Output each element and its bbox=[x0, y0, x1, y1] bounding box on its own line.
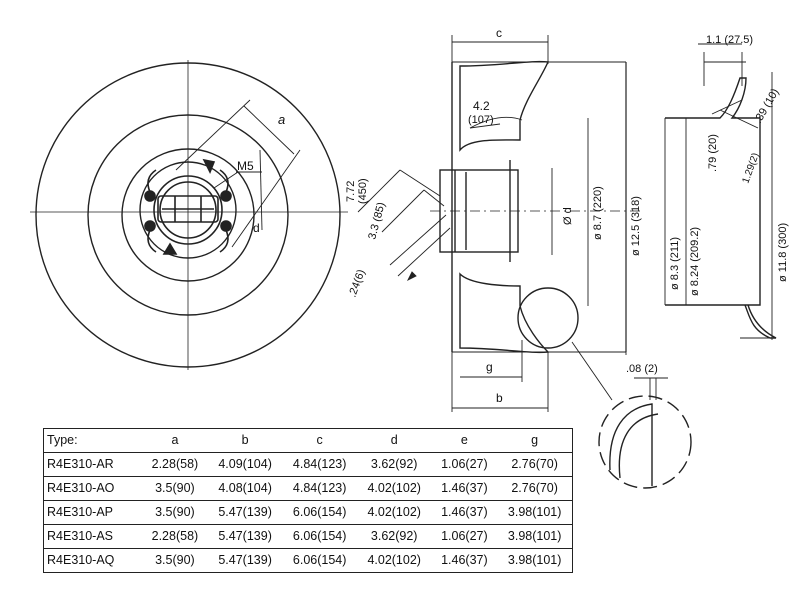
header-b: b bbox=[241, 433, 249, 447]
detail-circle-marker bbox=[517, 287, 579, 349]
table-row: R4E310-AS 2.28(58) 5.47(139) 6.06(154) 3… bbox=[43, 525, 573, 549]
cell-e: 1.06(27) bbox=[441, 529, 488, 543]
header-d: d bbox=[390, 433, 398, 447]
side-dim-12-5: ø 12.5 (318) bbox=[630, 196, 642, 256]
profile-dim-11-8: ø 11.8 (300) bbox=[777, 223, 789, 282]
side-dim-24: .24(6) bbox=[347, 268, 368, 299]
blade-lower bbox=[459, 272, 550, 354]
table-row: R4E310-AQ 3.5(90) 5.47(139) 6.06(154) 4.… bbox=[43, 549, 573, 573]
cell-a: 2.28(58) bbox=[151, 529, 199, 543]
angled-dims bbox=[357, 169, 451, 282]
profile-dim-8-24: ø 8.24 (209.2) bbox=[689, 227, 701, 296]
side-dim-8-7: ø 8.7 (220) bbox=[592, 186, 604, 240]
profile-view bbox=[664, 43, 777, 340]
cell-b: 4.08(104) bbox=[218, 481, 272, 495]
side-angle-mm: (107) bbox=[468, 114, 494, 126]
cell-e: 1.46(37) bbox=[441, 505, 488, 519]
cell-g: 2.76(70) bbox=[511, 481, 558, 495]
side-dim-c: c bbox=[496, 26, 502, 40]
cell-b: 5.47(139) bbox=[218, 553, 272, 567]
header-e: e bbox=[460, 433, 468, 447]
side-dim-450: (450) bbox=[357, 178, 369, 204]
detail-dim-08: .08 (2) bbox=[626, 363, 658, 375]
cell-a: 3.5(90) bbox=[155, 505, 195, 519]
profile-dim-79: .79 (20) bbox=[707, 134, 719, 172]
cell-b: 5.47(139) bbox=[218, 529, 272, 543]
header-c: c bbox=[316, 433, 323, 447]
cell-g: 2.76(70) bbox=[511, 457, 558, 471]
cell-a: 2.28(58) bbox=[151, 457, 199, 471]
dim-a-lines bbox=[175, 99, 301, 248]
header-g: g bbox=[531, 433, 539, 447]
table-row: R4E310-AR 2.28(58) 4.09(104) 4.84(123) 3… bbox=[43, 453, 573, 477]
shroud-profile bbox=[665, 77, 777, 339]
cell-g: 3.98(101) bbox=[507, 529, 562, 543]
cell-e: 1.06(27) bbox=[441, 457, 488, 471]
dimension-table: Type: a b c d e g R4E310-AR 2.28(58) 4.0… bbox=[43, 428, 573, 573]
side-view bbox=[357, 35, 640, 412]
profile-dim-1-29: 1.29(2) bbox=[740, 151, 761, 185]
front-thread-m5: M5 bbox=[237, 159, 254, 173]
cell-type: R4E310-AQ bbox=[47, 553, 115, 567]
cell-g: 3.98(101) bbox=[507, 505, 562, 519]
table-row: R4E310-AP 3.5(90) 5.47(139) 6.06(154) 4.… bbox=[43, 501, 573, 525]
table-row: R4E310-AO 3.5(90) 4.08(104) 4.84(123) 4.… bbox=[43, 477, 573, 501]
blade-upper bbox=[459, 60, 550, 152]
front-dim-a: a bbox=[278, 112, 285, 127]
side-angle: 4.2 bbox=[473, 99, 490, 113]
side-dim-b: b bbox=[496, 391, 503, 405]
profile-top-dim: 1.1 (27.5) bbox=[706, 34, 753, 46]
cell-c: 4.84(123) bbox=[292, 481, 347, 495]
hub-detail bbox=[144, 158, 232, 255]
m5-leader bbox=[213, 171, 239, 189]
cell-a: 3.5(90) bbox=[155, 553, 195, 567]
cell-d: 4.02(102) bbox=[367, 553, 421, 567]
header-type: Type: bbox=[47, 433, 78, 447]
profile-dim-39: .39 (10) bbox=[752, 87, 781, 126]
cell-g: 3.98(101) bbox=[507, 553, 562, 567]
cell-d: 4.02(102) bbox=[367, 505, 421, 519]
cell-d: 3.62(92) bbox=[370, 457, 418, 471]
cell-a: 3.5(90) bbox=[155, 481, 195, 495]
cell-c: 4.84(123) bbox=[292, 457, 347, 471]
side-dim-od: Ø d bbox=[562, 207, 574, 225]
cell-type: R4E310-AO bbox=[47, 481, 115, 495]
cell-type: R4E310-AR bbox=[47, 457, 114, 471]
table-header-row: Type: a b c d e g bbox=[43, 429, 573, 453]
header-a: a bbox=[171, 433, 179, 447]
cell-d: 4.02(102) bbox=[367, 481, 421, 495]
cell-c: 6.06(154) bbox=[292, 505, 347, 519]
front-view bbox=[30, 60, 348, 370]
cell-e: 1.46(37) bbox=[441, 553, 488, 567]
cell-b: 4.09(104) bbox=[218, 457, 272, 471]
front-dim-d: d bbox=[253, 221, 260, 235]
cell-type: R4E310-AP bbox=[47, 505, 114, 519]
detail-view bbox=[571, 341, 692, 489]
cell-c: 6.06(154) bbox=[292, 553, 347, 567]
cell-d: 3.62(92) bbox=[370, 529, 418, 543]
profile-dim-8-3: ø 8.3 (211) bbox=[669, 237, 681, 290]
cell-c: 6.06(154) bbox=[292, 529, 347, 543]
side-dim-g: g bbox=[486, 360, 493, 374]
cell-type: R4E310-AS bbox=[47, 529, 114, 543]
cell-b: 5.47(139) bbox=[218, 505, 272, 519]
side-dim-3-3: 3.3 (85) bbox=[366, 201, 387, 241]
side-dim-7-72: 7.72 bbox=[345, 181, 357, 202]
cell-e: 1.46(37) bbox=[441, 481, 488, 495]
